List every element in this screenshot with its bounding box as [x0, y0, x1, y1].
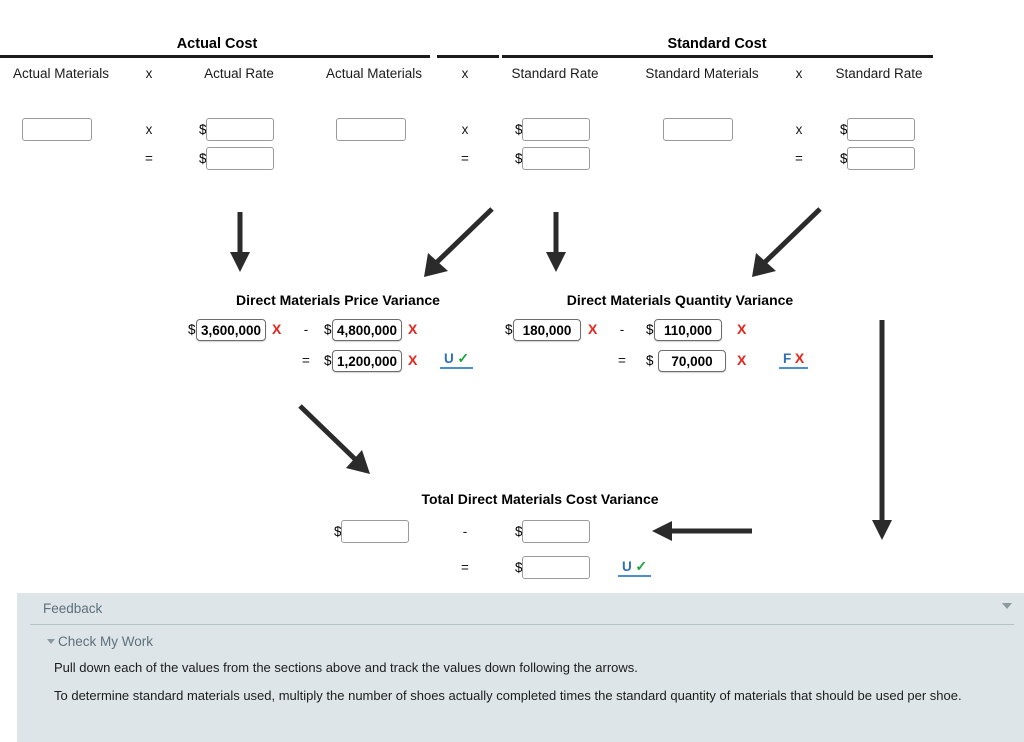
check-my-work-label: Check My Work	[58, 634, 154, 649]
input-actual-materials-1[interactable]	[22, 118, 92, 141]
input-standard-rate-1[interactable]	[522, 118, 590, 141]
quantity-variance-title: Direct Materials Quantity Variance	[566, 292, 794, 308]
price-variance-equals-operator: =	[302, 353, 310, 368]
input-total-variance-subtrahend[interactable]	[522, 520, 590, 543]
total-variance-equals-operator: =	[461, 560, 469, 575]
arrow-down-flexible-cost	[546, 212, 566, 272]
arrow-diagonal-standard-rate-to-price-variance	[424, 207, 494, 277]
currency-symbol-standard-cost-total: $	[840, 151, 848, 166]
group-title-standard-cost: Standard Cost	[667, 36, 767, 52]
input-standard-cost-total[interactable]	[847, 147, 915, 170]
triangle-down-icon	[47, 639, 55, 644]
header-rule-actual-cost	[0, 55, 430, 58]
input-actual-materials-2[interactable]	[336, 118, 406, 141]
quantity-variance-favorability[interactable]: F X	[779, 350, 809, 369]
currency-symbol-price-variance-subtrahend: $	[324, 322, 332, 337]
input-standard-materials[interactable]	[663, 118, 733, 141]
price-variance-title: Direct Materials Price Variance	[236, 292, 440, 308]
feedback-paragraph-2: To determine standard materials used, mu…	[54, 688, 962, 703]
currency-symbol-price-variance-minuend: $	[188, 322, 196, 337]
currency-symbol-flexible-cost-total: $	[515, 151, 523, 166]
input-price-variance-minuend[interactable]	[196, 319, 266, 341]
price-variance-result-incorrect-icon: X	[408, 352, 418, 368]
currency-symbol-actual-rate: $	[199, 122, 207, 137]
input-actual-rate[interactable]	[206, 118, 274, 141]
price-variance-subtrahend-incorrect-icon: X	[408, 321, 418, 337]
feedback-panel: Feedback Check My Work Pull down each of…	[17, 593, 1024, 742]
input-total-variance-minuend[interactable]	[341, 520, 409, 543]
column-header-operator-1: x	[145, 66, 153, 81]
price-variance-favorability-letter: U	[444, 351, 454, 366]
input-price-variance-subtrahend[interactable]	[332, 319, 402, 341]
header-rule-standard-cost-left	[437, 55, 499, 58]
quantity-variance-favorability-incorrect-icon: X	[794, 350, 805, 366]
group-title-actual-cost: Actual Cost	[176, 36, 258, 52]
quantity-variance-favorability-letter: F	[783, 351, 792, 366]
arrow-left-into-total-variance	[652, 521, 752, 541]
input-price-variance-result[interactable]	[332, 350, 402, 372]
total-variance-favorability-letter: U	[622, 559, 632, 574]
check-my-work-toggle[interactable]: Check My Work	[47, 634, 153, 649]
quantity-variance-minuend-incorrect-icon: X	[588, 321, 598, 337]
operator-equals-2: =	[461, 151, 469, 166]
quantity-variance-result-incorrect-icon: X	[737, 352, 747, 368]
quantity-variance-equals-operator: =	[618, 353, 626, 368]
chevron-down-icon[interactable]	[1002, 603, 1012, 609]
column-header-standard-rate-1: Standard Rate	[511, 66, 599, 81]
currency-symbol-actual-cost-total: $	[199, 151, 207, 166]
input-quantity-variance-minuend[interactable]	[513, 319, 581, 341]
operator-times-1: x	[145, 122, 153, 137]
currency-symbol-total-variance-result: $	[515, 560, 523, 575]
column-header-actual-materials-2: Actual Materials	[325, 66, 423, 81]
input-quantity-variance-result[interactable]	[658, 350, 726, 372]
price-variance-favorability-correct-icon: ✓	[457, 350, 470, 366]
feedback-title: Feedback	[43, 601, 103, 616]
total-variance-title: Total Direct Materials Cost Variance	[421, 491, 659, 507]
column-header-actual-rate: Actual Rate	[204, 66, 274, 81]
total-variance-favorability-correct-icon: ✓	[635, 558, 648, 574]
currency-symbol-total-variance-minuend: $	[334, 524, 342, 539]
column-header-actual-materials-1: Actual Materials	[12, 66, 110, 81]
operator-times-2: x	[461, 122, 469, 137]
currency-symbol-standard-rate-2: $	[840, 122, 848, 137]
currency-symbol-quantity-variance-subtrahend: $	[646, 322, 654, 337]
column-header-operator-3: x	[795, 66, 803, 81]
input-standard-rate-2[interactable]	[847, 118, 915, 141]
quantity-variance-subtrahend-incorrect-icon: X	[737, 321, 747, 337]
input-quantity-variance-subtrahend[interactable]	[654, 319, 722, 341]
total-variance-minus-operator: -	[462, 524, 468, 539]
currency-symbol-total-variance-subtrahend: $	[515, 524, 523, 539]
operator-times-3: x	[795, 122, 803, 137]
price-variance-favorability[interactable]: U ✓	[440, 350, 474, 369]
operator-equals-3: =	[795, 151, 803, 166]
header-rule-standard-cost-right	[502, 55, 933, 58]
currency-symbol-price-variance-result: $	[324, 353, 332, 368]
input-total-variance-result[interactable]	[522, 556, 590, 579]
feedback-paragraph-1: Pull down each of the values from the se…	[54, 660, 638, 675]
arrow-diagonal-standard-cost-to-quantity-variance	[752, 207, 822, 277]
operator-equals-1: =	[145, 151, 153, 166]
currency-symbol-standard-rate-1: $	[515, 122, 523, 137]
input-flexible-cost-total[interactable]	[522, 147, 590, 170]
arrow-down-actual-cost	[230, 212, 250, 272]
currency-symbol-quantity-variance-result: $	[646, 353, 654, 368]
arrow-down-quantity-variance-to-total	[872, 320, 892, 540]
price-variance-minuend-incorrect-icon: X	[272, 321, 282, 337]
input-actual-cost-total[interactable]	[206, 147, 274, 170]
quantity-variance-minus-operator: -	[619, 322, 625, 337]
column-header-standard-rate-2: Standard Rate	[835, 66, 923, 81]
column-header-standard-materials: Standard Materials	[645, 66, 759, 81]
price-variance-minus-operator: -	[303, 322, 309, 337]
column-header-operator-2: x	[461, 66, 469, 81]
currency-symbol-quantity-variance-minuend: $	[505, 322, 513, 337]
total-variance-favorability[interactable]: U ✓	[618, 558, 652, 577]
arrow-diagonal-price-variance-to-total	[298, 404, 370, 474]
feedback-header: Feedback	[30, 593, 1014, 625]
